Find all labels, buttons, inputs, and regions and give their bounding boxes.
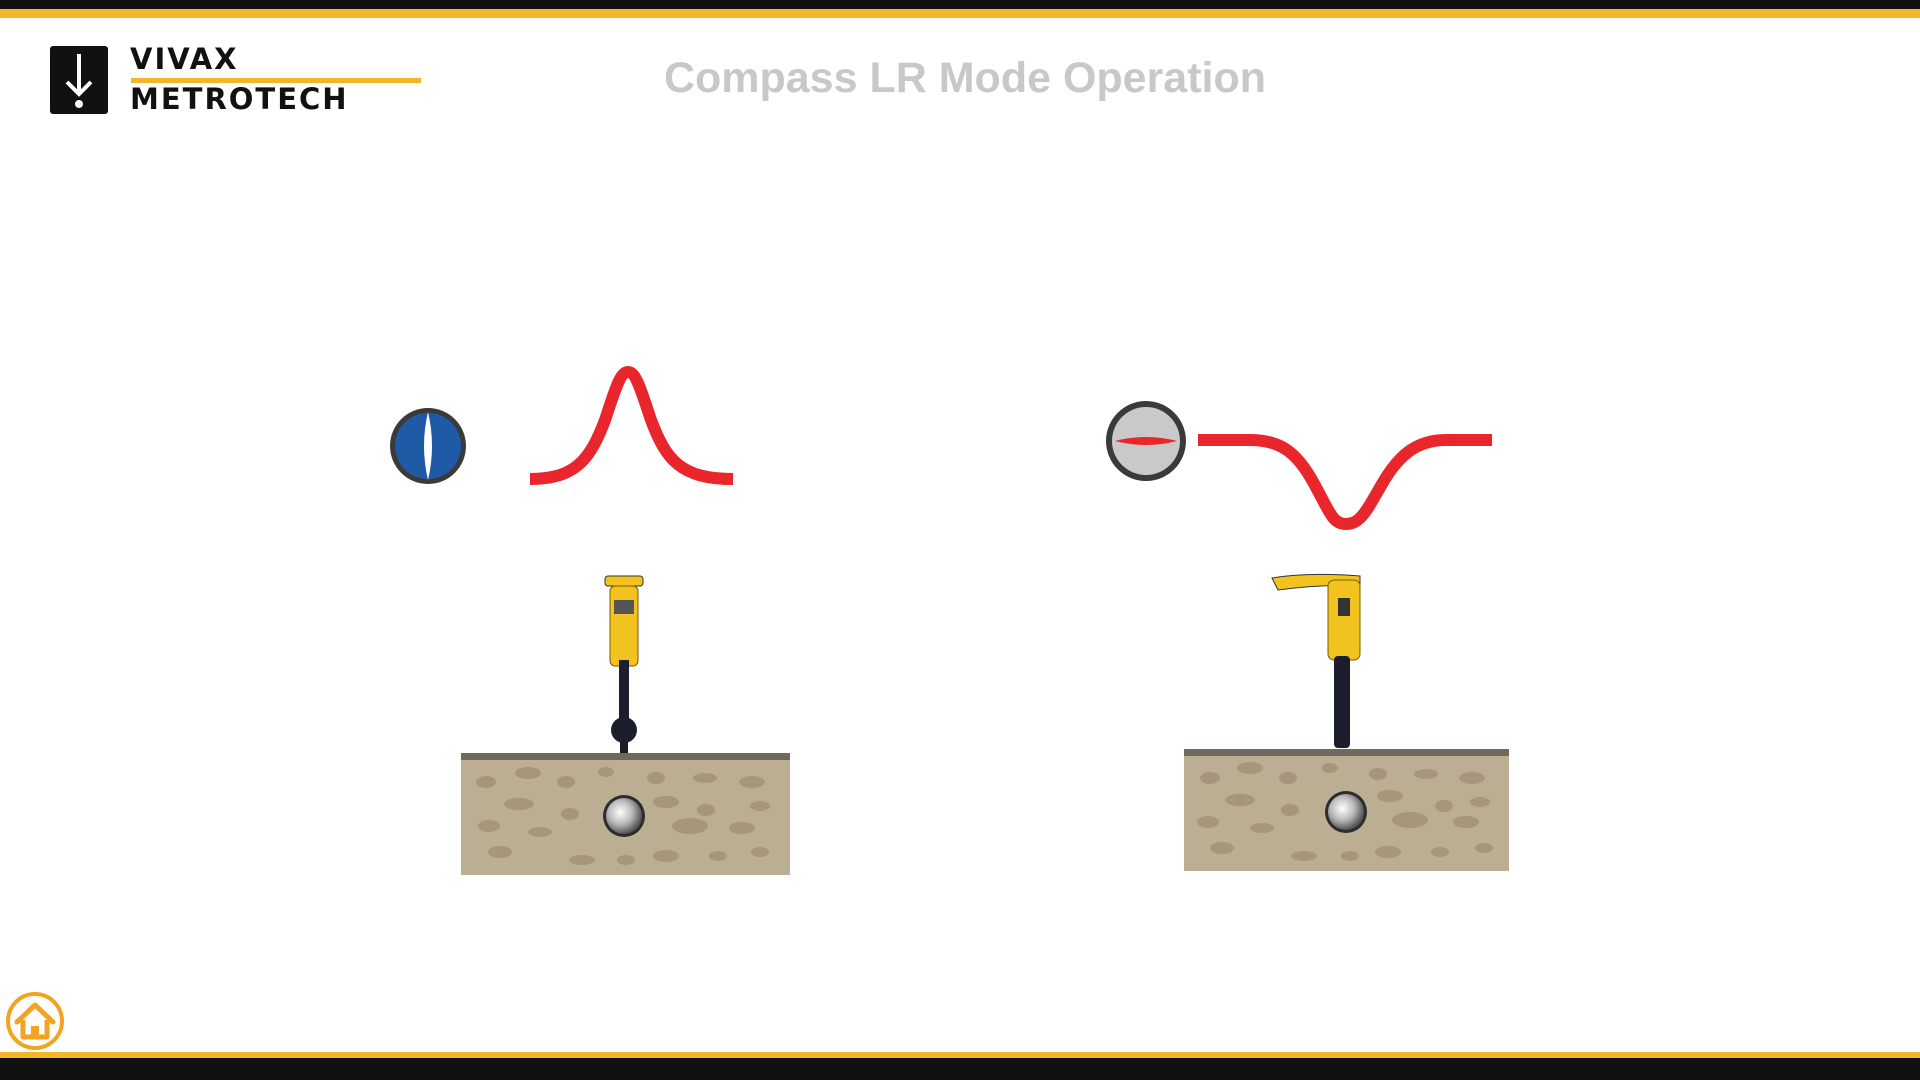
right-ground-block (1184, 749, 1509, 871)
right-compass-icon (1106, 401, 1186, 481)
right-locator-icon (1272, 574, 1360, 748)
left-compass-icon (390, 408, 466, 484)
bottom-bar-stripe (0, 1052, 1920, 1058)
home-icon (8, 994, 62, 1048)
right-signal-null-curve (1198, 440, 1492, 524)
left-locator-icon (605, 576, 643, 754)
left-signal-peak-curve (530, 372, 733, 479)
home-button[interactable] (4, 990, 66, 1052)
left-ground-block (461, 753, 790, 875)
